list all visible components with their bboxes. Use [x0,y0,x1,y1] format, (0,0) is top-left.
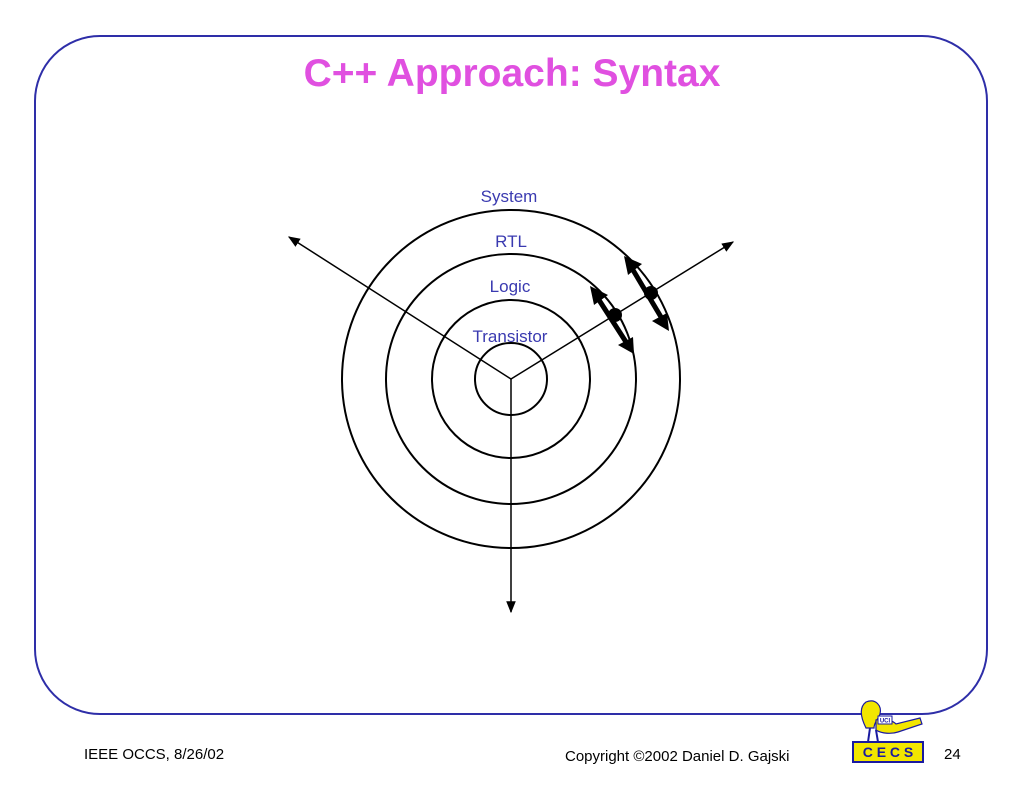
page-number: 24 [944,746,961,763]
footer-event: IEEE OCCS, 8/26/02 [84,746,225,763]
label-system: System [481,187,538,206]
footer-copyright: Copyright ©2002 Daniel D. Gajski [565,748,790,765]
slide-title: C++ Approach: Syntax [303,52,721,95]
logo-text: C E C S [863,744,914,760]
logo-badge: UCI [880,719,891,725]
label-transistor: Transistor [473,327,548,346]
slide-frame [34,35,988,715]
label-rtl: RTL [495,232,527,251]
double-arrow-outer [624,256,669,331]
axis-left [287,236,512,380]
axis-right [510,241,735,380]
label-logic: Logic [490,277,531,296]
double-arrow-inner [590,286,634,354]
cecs-logo: UCI C E C S [852,700,924,763]
